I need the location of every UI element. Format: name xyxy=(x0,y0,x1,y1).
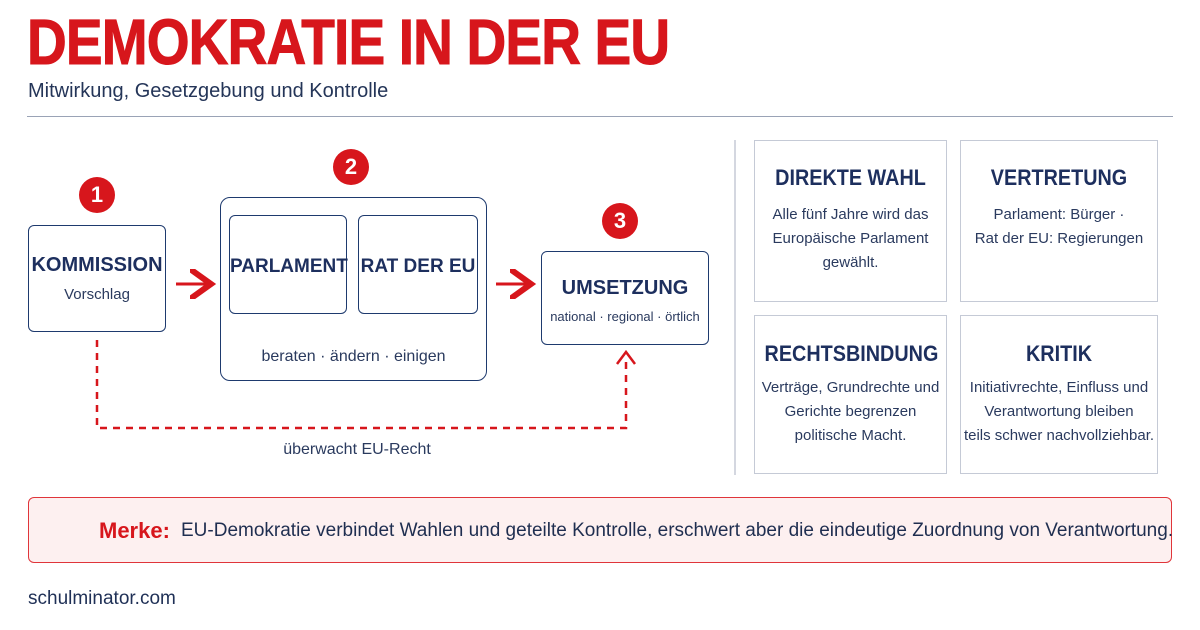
monitor-arrowhead xyxy=(616,349,636,365)
footer-site-link[interactable]: schulminator.com xyxy=(28,588,176,609)
step-2-badge: 2 xyxy=(333,149,369,185)
header-divider xyxy=(27,116,1173,117)
monitor-dashed-line xyxy=(95,340,628,430)
card-line: Parlament: Bürger · xyxy=(993,206,1125,223)
step-1-badge: 1 xyxy=(79,177,115,213)
rat-title: RAT DER EU xyxy=(360,256,476,277)
card-text: Initiativrechte, Einfluss und Verantwort… xyxy=(961,376,1157,448)
step-3-badge: 3 xyxy=(602,203,638,239)
rat-box: RAT DER EU xyxy=(358,215,478,314)
page-subtitle: Mitwirkung, Gesetzgebung und Kontrolle xyxy=(28,80,389,102)
legislation-caption: beraten · ändern · einigen xyxy=(261,348,446,365)
card-kritik: KRITIK Initiativrechte, Einfluss und Ver… xyxy=(960,315,1158,474)
page-title: DEMOKRATIE IN DER EU xyxy=(27,6,671,78)
card-rechtsbindung: RECHTSBINDUNG Verträge, Grundrechte und … xyxy=(754,315,947,474)
card-text: Alle fünf Jahre wird das Europäische Par… xyxy=(755,203,946,275)
card-line: gewählt. xyxy=(822,254,879,271)
parlament-title: PARLAMENT xyxy=(230,256,348,277)
kommission-text: Vorschlag xyxy=(64,286,130,303)
card-line: Initiativrechte, Einfluss und xyxy=(969,379,1149,396)
monitor-label: überwacht EU-Recht xyxy=(283,441,431,458)
legislation-group: PARLAMENT RAT DER EU beraten · ändern · … xyxy=(220,197,487,381)
card-vertretung: VERTRETUNG Parlament: Bürger · Rat der E… xyxy=(960,140,1158,302)
parlament-box: PARLAMENT xyxy=(229,215,348,314)
card-title: DIREKTE WAHL xyxy=(775,165,926,190)
card-direkte-wahl: DIREKTE WAHL Alle fünf Jahre wird das Eu… xyxy=(754,140,947,302)
card-line: Verantwortung bleiben xyxy=(984,403,1134,420)
card-line: Rat der EU: Regierungen xyxy=(974,230,1144,247)
card-title: RECHTSBINDUNG xyxy=(764,341,939,366)
card-line: politische Macht. xyxy=(794,427,907,444)
card-text: Verträge, Grundrechte und Gerichte begre… xyxy=(755,376,946,448)
card-line: teils schwer nachvollziehbar. xyxy=(963,427,1155,444)
card-title: VERTRETUNG xyxy=(990,165,1128,190)
merke-label: Merke: xyxy=(99,518,170,543)
card-line: Europäische Parlament xyxy=(772,230,929,247)
merke-text: EU-Demokratie verbindet Wahlen und getei… xyxy=(181,520,1174,541)
umsetzung-title: UMSETZUNG xyxy=(561,277,689,299)
kommission-box: KOMMISSION Vorschlag xyxy=(28,225,166,332)
umsetzung-box: UMSETZUNG national · regional · örtlich xyxy=(541,251,709,345)
kommission-title: KOMMISSION xyxy=(31,254,163,276)
card-title: KRITIK xyxy=(1025,341,1092,366)
card-text: Parlament: Bürger · Rat der EU: Regierun… xyxy=(961,203,1157,251)
umsetzung-text: national · regional · örtlich xyxy=(550,309,700,324)
card-line: Alle fünf Jahre wird das xyxy=(772,206,929,223)
card-line: Verträge, Grundrechte und xyxy=(761,379,940,396)
card-line: Gerichte begrenzen xyxy=(784,403,917,420)
merke-box: Merke: EU-Demokratie verbindet Wahlen un… xyxy=(28,497,1174,563)
